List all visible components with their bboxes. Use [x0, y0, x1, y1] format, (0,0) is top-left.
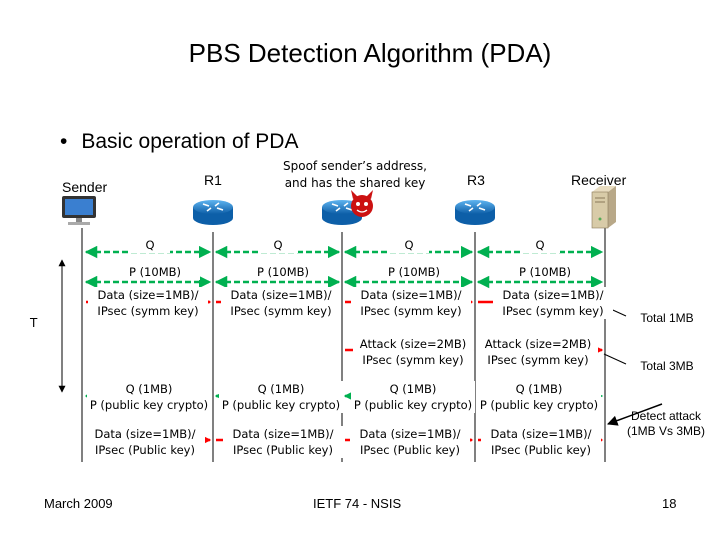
label-data-symm-3-line2: IPsec (symm key) — [360, 304, 462, 318]
label-data-public-3-line1: Data (size=1MB)/ — [359, 427, 461, 441]
label-data-symm-3-line1: Data (size=1MB)/ — [360, 288, 462, 302]
label-data-public-4-line1: Data (size=1MB)/ — [490, 427, 592, 441]
bullet-item: • Basic operation of PDA — [60, 130, 298, 154]
label-q1-4-line2: P (public key crypto) — [479, 398, 599, 412]
label-p10-2: P (10MB) — [238, 264, 328, 280]
label-data-symm-1-line2: IPsec (symm key) — [97, 304, 199, 318]
label-data-public-3-line2: IPsec (Public key) — [360, 443, 460, 457]
note-detect-line1: Detect attack — [630, 409, 702, 423]
label-data-public-1-line1: Data (size=1MB)/ — [94, 427, 196, 441]
label-data-public-2: Data (size=1MB)/ IPsec (Public key) — [223, 426, 343, 458]
label-data-symm-4: Data (size=1MB)/ IPsec (symm key) — [493, 287, 613, 319]
label-q1-1-line2: P (public key crypto) — [89, 398, 209, 412]
connector-total3 — [603, 353, 627, 365]
router-icon-r1 — [193, 200, 233, 225]
server-icon — [591, 186, 616, 229]
label-p10-3: P (10MB) — [369, 264, 459, 280]
label-q1-1-line1: Q (1MB) — [125, 382, 173, 396]
label-q1-1: Q (1MB) P (public key crypto) — [87, 381, 211, 413]
label-data-public-2-line1: Data (size=1MB)/ — [232, 427, 334, 441]
label-q-1: Q — [130, 237, 170, 253]
label-data-public-1: Data (size=1MB)/ IPsec (Public key) — [85, 426, 205, 458]
bullet-text: Basic operation of PDA — [81, 130, 299, 153]
label-data-symm-3: Data (size=1MB)/ IPsec (symm key) — [351, 287, 471, 319]
node-receiver-label: Receiver — [571, 172, 627, 188]
node-sender-label: Sender — [62, 179, 108, 195]
label-data-public-4: Data (size=1MB)/ IPsec (Public key) — [481, 426, 601, 458]
footer-center: IETF 74 - NSIS — [313, 496, 402, 511]
bullet-dot: • — [60, 130, 68, 153]
label-attack-2: Attack (size=2MB) IPsec (symm key) — [478, 336, 598, 368]
label-q1-4: Q (1MB) P (public key crypto) — [477, 381, 601, 413]
label-attack-2-line2: IPsec (symm key) — [487, 353, 589, 367]
note-detect-attack: Detect attack (1MB Vs 3MB) — [618, 409, 714, 439]
footer-date: March 2009 — [44, 496, 113, 511]
page-title: PBS Detection Algorithm (PDA) — [188, 38, 552, 68]
node-r3-label: R3 — [467, 172, 485, 188]
label-attack-1-line1: Attack (size=2MB) — [359, 337, 467, 351]
label-data-symm-4-line1: Data (size=1MB)/ — [502, 288, 604, 302]
label-data-symm-1: Data (size=1MB)/ IPsec (symm key) — [88, 287, 208, 319]
label-data-symm-2-line2: IPsec (symm key) — [230, 304, 332, 318]
label-attack-1-line2: IPsec (symm key) — [362, 353, 464, 367]
label-data-public-4-line2: IPsec (Public key) — [491, 443, 591, 457]
label-attack-1: Attack (size=2MB) IPsec (symm key) — [353, 336, 473, 368]
label-q1-3-line2: P (public key crypto) — [353, 398, 473, 412]
label-data-symm-2-line1: Data (size=1MB)/ — [230, 288, 332, 302]
attacker-note: Spoof sender’s address, and has the shar… — [283, 159, 427, 190]
label-data-symm-2: Data (size=1MB)/ IPsec (symm key) — [221, 287, 341, 319]
label-q1-4-line1: Q (1MB) — [515, 382, 563, 396]
label-data-public-1-line2: IPsec (Public key) — [95, 443, 195, 457]
label-q1-2-line2: P (public key crypto) — [221, 398, 341, 412]
label-attack-2-line1: Attack (size=2MB) — [484, 337, 592, 351]
label-q1-3: Q (1MB) P (public key crypto) — [351, 381, 475, 413]
label-data-symm-4-line2: IPsec (symm key) — [502, 304, 604, 318]
note-total-1mb: Total 1MB — [640, 311, 694, 325]
devil-icon — [351, 190, 373, 217]
label-q-2: Q — [258, 237, 298, 253]
note-detect-line2: (1MB Vs 3MB) — [626, 424, 705, 438]
t-label: T — [30, 316, 38, 330]
label-q1-2-line1: Q (1MB) — [257, 382, 305, 396]
router-icon-r3 — [455, 200, 495, 225]
label-data-public-2-line2: IPsec (Public key) — [233, 443, 333, 457]
label-q-4: Q — [520, 237, 560, 253]
computer-icon — [62, 196, 96, 225]
label-p10-4: P (10MB) — [500, 264, 590, 280]
label-p10-1: P (10MB) — [110, 264, 200, 280]
label-q1-2: Q (1MB) P (public key crypto) — [219, 381, 343, 413]
note-total-3mb: Total 3MB — [640, 359, 694, 373]
node-r1-label: R1 — [204, 172, 222, 188]
label-q-3: Q — [389, 237, 429, 253]
label-q1-3-line1: Q (1MB) — [389, 382, 437, 396]
page-number: 18 — [662, 496, 677, 511]
label-data-symm-1-line1: Data (size=1MB)/ — [97, 288, 199, 302]
connector-detect — [607, 403, 663, 426]
label-data-public-3: Data (size=1MB)/ IPsec (Public key) — [350, 426, 470, 458]
